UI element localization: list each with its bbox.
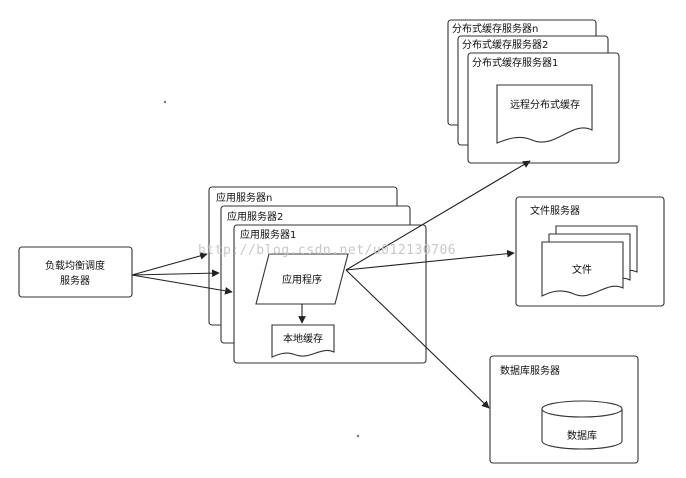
database-server-title: 数据库服务器 [500, 364, 560, 377]
arrow-lb-to-app-server-2 [131, 269, 220, 278]
remote-cache-label: 远程分布式缓存 [510, 98, 580, 111]
app-program-label: 应用程序 [282, 273, 322, 286]
local-cache-document-icon [271, 324, 335, 358]
remote-cache-document-icon [496, 84, 593, 144]
app-program-parallelogram [255, 253, 349, 305]
arrow-app-to-file-server [345, 249, 515, 271]
arrow-app-to-database-server [345, 269, 490, 409]
connection-arrows [131, 160, 531, 409]
arrow-lb-to-app-server-n [131, 252, 208, 276]
load-balancer-label-line1: 负载均衡调度 [45, 259, 105, 272]
app-server-stack: 应用服务器n 应用服务器2 应用服务器1 应用程序 本地缓存 [208, 186, 427, 364]
app-server-2-label: 应用服务器2 [227, 210, 283, 223]
database-cylinder-top [541, 408, 623, 418]
database-server-node: 数据库服务器 数据库 [489, 355, 639, 464]
distributed-cache-stack: 分布式缓存服务器n 分布式缓存服务器2 分布式缓存服务器1 远程分布式缓存 [447, 19, 620, 164]
distributed-cache-server-2-label: 分布式缓存服务器2 [462, 38, 548, 51]
app-server-1-label: 应用服务器1 [240, 228, 296, 241]
local-cache-label: 本地缓存 [283, 332, 323, 345]
file-server-node: 文件服务器 文件 [515, 196, 665, 307]
load-balancer-label-line2: 服务器 [60, 274, 90, 287]
load-balancer-node: 负载均衡调度 服务器 [18, 246, 133, 298]
arrow-app-to-distributed-cache [345, 160, 531, 271]
app-server-n-label: 应用服务器n [216, 191, 272, 204]
distributed-cache-server-n-label: 分布式缓存服务器n [452, 22, 538, 35]
arrow-lb-to-app-server-1 [131, 274, 233, 295]
watermark-text: http://blog.csdn.net/u012130706 [198, 243, 456, 258]
speck [163, 100, 167, 104]
speck [356, 434, 360, 438]
database-label: 数据库 [567, 429, 597, 442]
distributed-cache-server-1-label: 分布式缓存服务器1 [472, 56, 558, 69]
load-balancer-box [18, 246, 133, 298]
file-server-title: 文件服务器 [530, 204, 580, 217]
file-label: 文件 [572, 263, 592, 276]
file-document-icon-front [541, 241, 624, 297]
